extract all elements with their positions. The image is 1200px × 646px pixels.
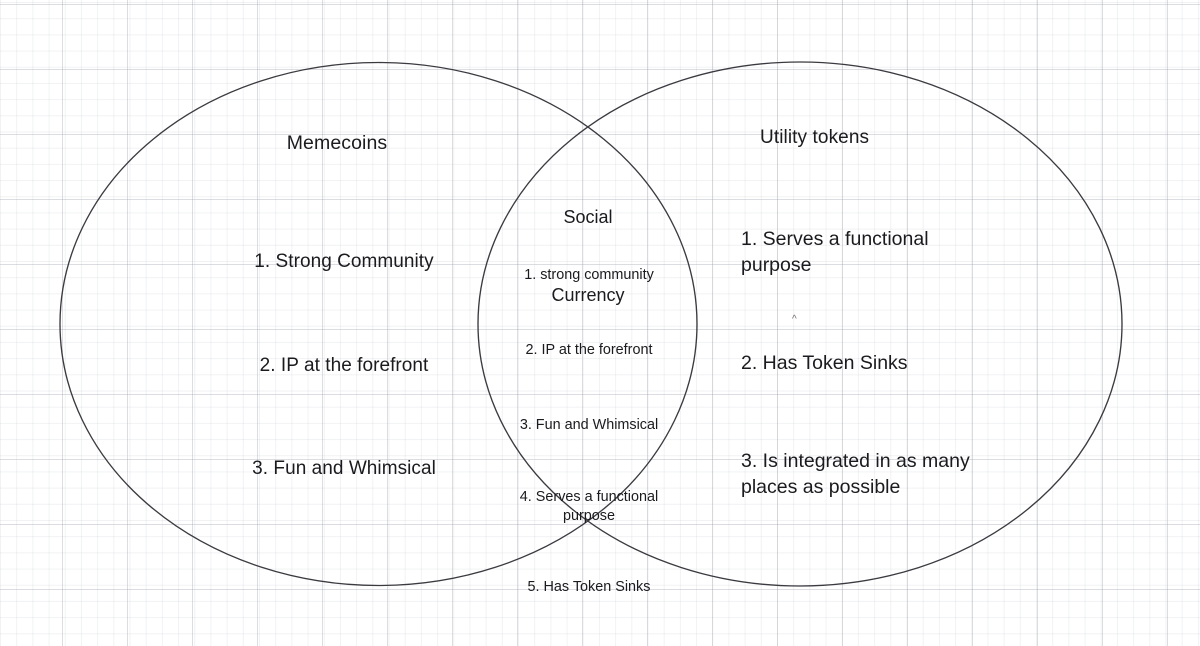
list-item: 4. Serves a functional purpose	[519, 488, 663, 525]
list-item: 1. strong community	[524, 267, 654, 284]
right-set-title: Utility tokens	[760, 127, 870, 148]
list-item: 2. Has Token Sinks	[741, 352, 908, 375]
intersection-list: 1. strong community 2. IP at the forefro…	[494, 224, 684, 646]
left-set-list: 1. Strong Community 2. IP at the forefro…	[200, 207, 488, 523]
right-set-ellipse[interactable]	[477, 61, 1123, 587]
left-set-ellipse[interactable]	[59, 61, 698, 587]
list-item: 2. IP at the forefront	[525, 342, 653, 359]
intersection-title-line-2: Currency	[551, 285, 625, 306]
list-item: 1. Serves a functional purpose	[741, 228, 934, 277]
list-item: 3. Fun and Whimsical	[519, 417, 659, 434]
list-item: 5. Has Token Sinks	[527, 579, 651, 596]
caret-artifact-icon: ^	[792, 314, 797, 325]
right-set-list: 1. Serves a functional purpose 2. Has To…	[741, 185, 991, 543]
intersection-title: Social Currency	[513, 152, 663, 361]
list-item: 3. Fun and Whimsical	[252, 457, 436, 479]
list-item: 2. IP at the forefront	[259, 354, 429, 376]
intersection-title-line-1: Social	[563, 207, 613, 228]
left-set-title: Memecoins	[286, 132, 388, 154]
list-item: 1. Strong Community	[254, 251, 434, 273]
list-item: 3. Is integrated in as many places as po…	[741, 450, 976, 499]
